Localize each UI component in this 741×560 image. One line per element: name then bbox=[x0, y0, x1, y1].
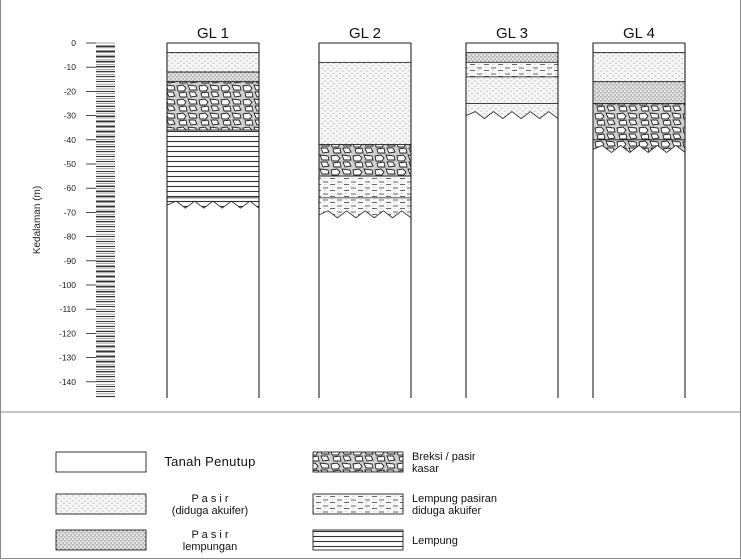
borehole-columns: GL 1 GL 2 GL 3 GL 4 bbox=[166, 25, 686, 398]
legend-label: kasar bbox=[412, 463, 439, 475]
depth-ticks: 0 -10 -20 -30 -40 -50 -60 -70 -80 -90 -100 -110 -120… bbox=[59, 38, 115, 395]
tick-label: 0 bbox=[71, 38, 76, 48]
tick-label: -20 bbox=[64, 86, 77, 96]
legend-label: diduga akuifer bbox=[412, 505, 481, 517]
layer-lempung-pasiran bbox=[318, 175, 412, 199]
legend-label: Lempung bbox=[412, 535, 458, 547]
layer-tanah bbox=[465, 42, 559, 54]
legend-label: P a s i r bbox=[191, 529, 228, 541]
tick-label: -80 bbox=[64, 232, 77, 242]
tick-label: -30 bbox=[64, 111, 77, 121]
legend-item-tanah: Tanah Penutup bbox=[55, 451, 255, 473]
layer-pasir bbox=[318, 61, 412, 146]
legend-swatch bbox=[312, 529, 404, 551]
legend-label: Breksi / pasir bbox=[412, 451, 476, 463]
legend-label: Tanah Penutup bbox=[164, 454, 255, 469]
layer-tanah bbox=[166, 42, 260, 54]
borehole-gl2: GL 2 bbox=[318, 25, 412, 398]
legend-label: P a s i r bbox=[191, 493, 228, 505]
tick-label: -100 bbox=[59, 280, 76, 290]
column-title: GL 3 bbox=[496, 25, 528, 42]
tick-label: -50 bbox=[64, 159, 77, 169]
legend-swatch bbox=[312, 451, 404, 473]
tick-label: -90 bbox=[64, 256, 77, 266]
borehole-end-marker bbox=[592, 139, 686, 154]
layer-breksi bbox=[318, 144, 412, 177]
tick-label: -140 bbox=[59, 377, 76, 387]
borehole-gl3: GL 3 bbox=[465, 25, 559, 398]
borehole-end-marker bbox=[166, 197, 260, 209]
layer-lempung-pasiran bbox=[465, 61, 559, 78]
layer-pasir-lempungan bbox=[465, 52, 559, 63]
borehole-end-marker bbox=[465, 103, 559, 120]
layer-pasir bbox=[465, 76, 559, 104]
layer-pasir bbox=[166, 52, 260, 73]
legend-swatch bbox=[312, 493, 404, 515]
tick-label: -60 bbox=[64, 183, 77, 193]
legend-label: (diduga akuifer) bbox=[172, 505, 248, 517]
depth-axis: 0 -10 -20 -30 -40 -50 -60 -70 -80 -90 -100 -110 -120… bbox=[32, 38, 115, 398]
axis-title: Kedalaman (m) bbox=[32, 186, 43, 254]
borehole-gl4: GL 4 bbox=[592, 25, 686, 398]
tick-label: -10 bbox=[64, 62, 77, 72]
layer-breksi bbox=[592, 103, 686, 141]
borehole-gl1: GL 1 bbox=[166, 25, 260, 398]
borehole-end-marker bbox=[318, 197, 412, 219]
tick-label: -70 bbox=[64, 207, 77, 217]
tick-label: -120 bbox=[59, 328, 76, 338]
column-title: GL 1 bbox=[197, 25, 229, 42]
tick-label: -130 bbox=[59, 353, 76, 363]
legend-swatch bbox=[55, 451, 147, 473]
layer-lempung bbox=[166, 129, 260, 199]
legend-item-pasir: P a s i r(diduga akuifer) bbox=[55, 493, 248, 517]
legend-swatch bbox=[55, 529, 147, 551]
column-title: GL 4 bbox=[623, 25, 655, 42]
layer-tanah bbox=[318, 42, 412, 63]
column-title: GL 2 bbox=[349, 25, 381, 42]
layer-breksi bbox=[166, 81, 260, 131]
layer-pasir-lempungan bbox=[592, 81, 686, 104]
legend-label: Lempung pasiran bbox=[412, 493, 497, 505]
legend-swatch bbox=[55, 493, 147, 515]
tick-label: -40 bbox=[64, 135, 77, 145]
tick-label: -110 bbox=[60, 304, 77, 314]
layer-pasir-lempungan bbox=[166, 71, 260, 83]
layer-tanah bbox=[592, 42, 686, 54]
legend-label: lempungan bbox=[183, 541, 237, 553]
layer-pasir bbox=[592, 52, 686, 83]
legend-item-lempung: Lempung bbox=[312, 529, 458, 551]
